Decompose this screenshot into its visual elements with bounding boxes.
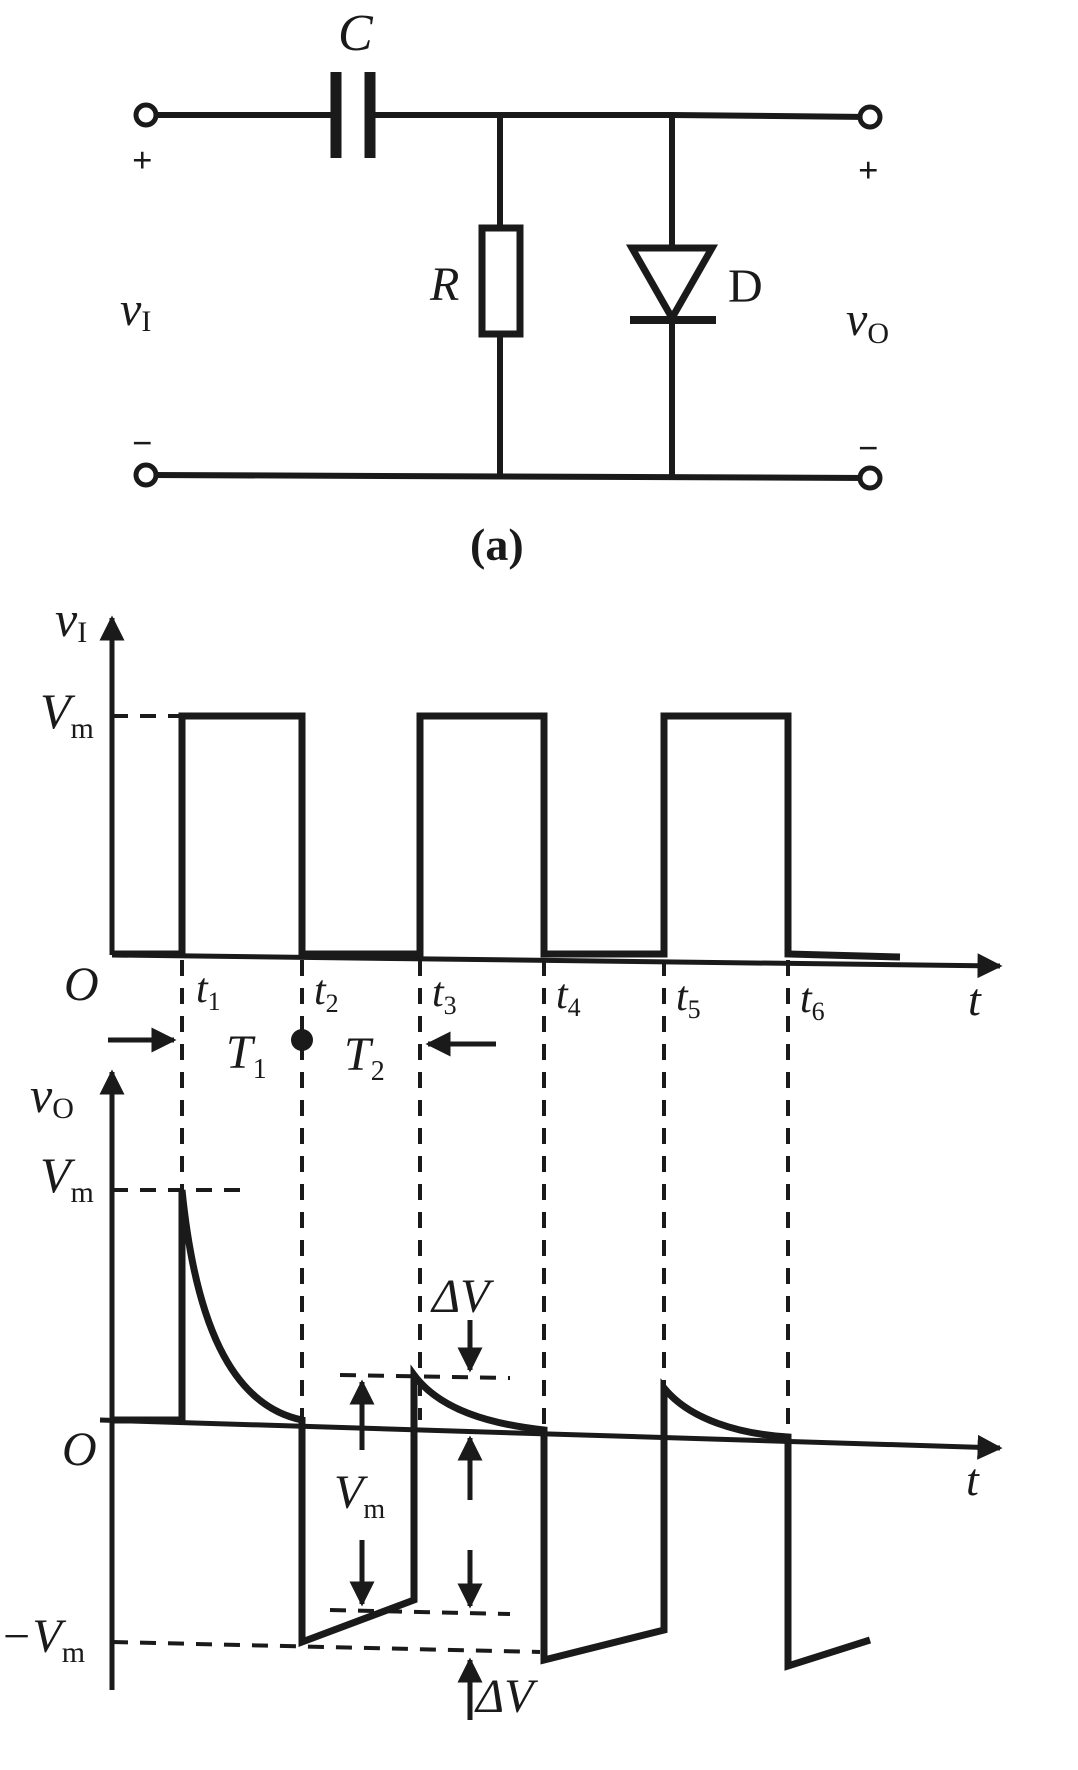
vo-axis-label: vO bbox=[30, 1067, 74, 1125]
period-divider-dot bbox=[291, 1029, 313, 1051]
vo-vm-label: Vm bbox=[40, 1147, 94, 1209]
output-plus-sign: + bbox=[858, 150, 879, 190]
top-wire bbox=[147, 112, 873, 120]
vi-t-axis bbox=[111, 952, 1003, 979]
bottom-wire bbox=[147, 472, 873, 481]
period-label-t2: T2 bbox=[344, 1028, 385, 1087]
vo-t-label: t bbox=[966, 1454, 980, 1505]
resistor bbox=[478, 112, 524, 478]
period-label-t1: T1 bbox=[226, 1026, 267, 1085]
figure-caption: (a) bbox=[470, 519, 524, 570]
input-voltage-label: vI bbox=[120, 283, 151, 338]
vo-neg-vm-dash bbox=[111, 1640, 541, 1654]
vi-vm-label: Vm bbox=[40, 683, 94, 745]
output-waveform bbox=[112, 1189, 872, 1671]
input-plus-sign: + bbox=[132, 140, 153, 180]
time-mark-t6: t6 bbox=[800, 976, 825, 1026]
input-square-wave bbox=[112, 712, 901, 961]
capacitor-label: C bbox=[338, 5, 374, 62]
input-minus-sign: − bbox=[132, 423, 153, 463]
time-mark-t3: t3 bbox=[432, 970, 457, 1020]
delta-v-bottom-label: ΔV bbox=[474, 1670, 538, 1723]
circuit-diagram: C R D + + − − vI vO (a) bbox=[120, 5, 889, 570]
vm-bracket-label: Vm bbox=[334, 1466, 385, 1525]
vo-origin-label: O bbox=[62, 1423, 97, 1476]
diode-label: D bbox=[728, 260, 763, 313]
delta-v-top-label: ΔV bbox=[430, 1270, 494, 1323]
deltav-top-dash bbox=[339, 1373, 511, 1380]
vo-t-axis bbox=[99, 1417, 1003, 1460]
time-mark-t2: t2 bbox=[314, 968, 339, 1018]
output-terminal-plus bbox=[857, 104, 883, 130]
vm-bottom-dash bbox=[329, 1608, 511, 1616]
output-terminal-minus bbox=[857, 465, 883, 491]
time-mark-t1: t1 bbox=[196, 966, 221, 1016]
vi-axis-label: vI bbox=[55, 591, 87, 649]
resistor-label: R bbox=[429, 258, 459, 311]
vi-t-label: t bbox=[968, 974, 982, 1025]
time-mark-t4: t4 bbox=[556, 972, 581, 1022]
output-minus-sign: − bbox=[858, 428, 879, 468]
diode bbox=[625, 112, 719, 478]
time-mark-t5: t5 bbox=[676, 974, 701, 1024]
output-voltage-label: vO bbox=[846, 293, 889, 350]
input-terminal-minus bbox=[133, 462, 159, 488]
vi-origin-label: O bbox=[64, 958, 99, 1011]
input-terminal-plus bbox=[133, 102, 159, 128]
capacitor bbox=[330, 72, 376, 158]
time-guide-lines bbox=[180, 960, 790, 1438]
vo-neg-vm-label: −Vm bbox=[0, 1610, 85, 1669]
input-waveform-plot: vI Vm O t t1 t2 t3 t4 t5 t6 bbox=[40, 591, 1003, 1087]
output-waveform-plot: vO Vm O t −Vm ΔV Vm ΔV bbox=[0, 1067, 1003, 1723]
